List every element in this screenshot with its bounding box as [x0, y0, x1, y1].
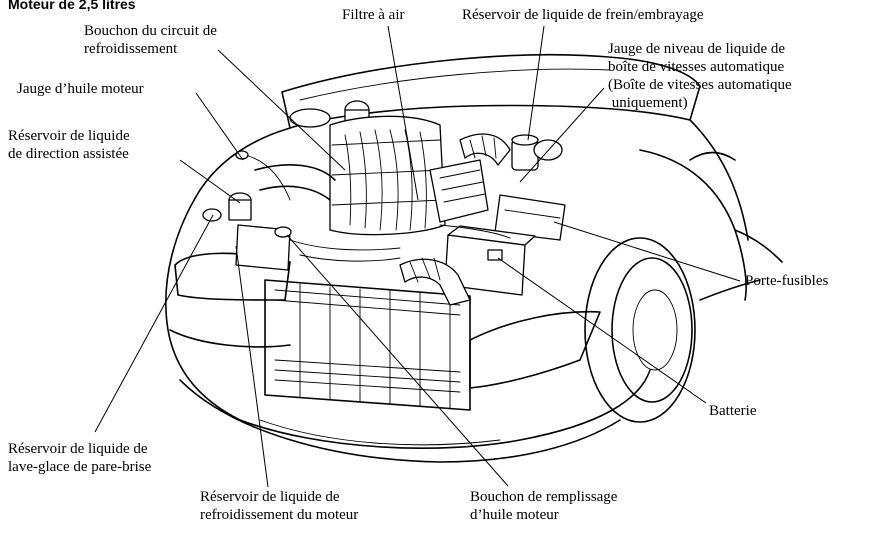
label-oil-filler-cap: Bouchon de remplissage d’huile moteur: [470, 489, 618, 523]
car-body: [165, 54, 783, 463]
label-transmission-dipstick: Jauge de niveau de liquide de boîte de v…: [608, 41, 792, 111]
label-power-steering-reservoir: Réservoir de liquide de direction assist…: [8, 128, 130, 162]
label-cooling-cap: Bouchon du circuit de refroidissement: [84, 23, 217, 57]
label-brake-reservoir: Réservoir de liquide de frein/embrayage: [462, 7, 704, 23]
leader-lines: [94, 25, 741, 488]
label-coolant-reservoir: Réservoir de liquide de refroidissement …: [200, 489, 359, 523]
label-fuse-box: Porte-fusibles: [745, 273, 829, 289]
label-oil-dipstick: Jauge d’huile moteur: [17, 81, 144, 97]
label-air-filter: Filtre à air: [342, 7, 405, 23]
page-heading: Moteur de 2,5 litres: [8, 0, 136, 12]
engine-parts: [202, 100, 566, 306]
label-washer-reservoir: Réservoir de liquide de lave-glace de pa…: [8, 441, 152, 475]
label-battery: Batterie: [709, 403, 757, 419]
